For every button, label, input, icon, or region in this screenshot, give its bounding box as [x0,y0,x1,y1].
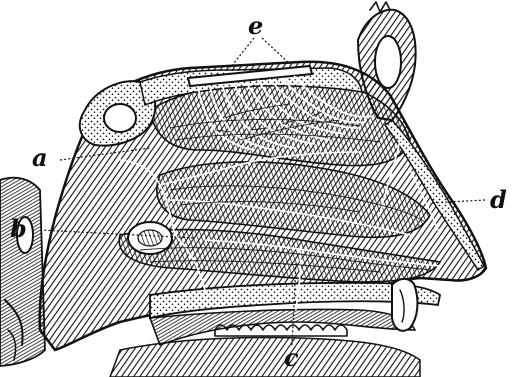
label-e: e [248,11,263,40]
label-c: c [284,343,299,372]
nasal-ala [392,279,417,331]
frontal-sinus [375,36,401,88]
label-b: b [10,214,27,243]
sphenoid-sinus [104,104,136,132]
label-a: a [32,143,48,172]
anatomy-drawing [0,2,486,377]
leader-e2 [262,38,290,64]
label-d: d [490,185,507,214]
lower-jaw [110,338,420,377]
